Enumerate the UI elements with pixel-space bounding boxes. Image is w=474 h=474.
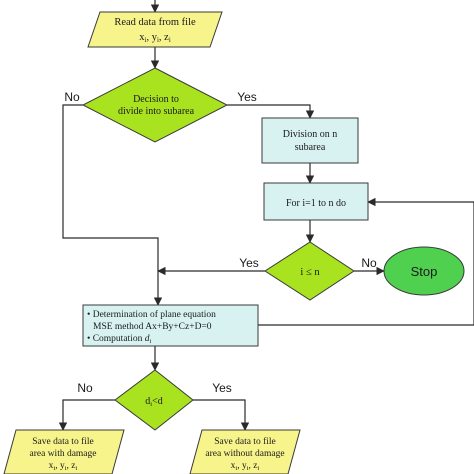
read-data-shape: [87, 11, 223, 48]
decision-d-shape: [114, 369, 194, 431]
decision-d-no-label: No: [77, 381, 93, 395]
division-node: Division on n subarea: [261, 117, 359, 164]
plane-bullet1: • Determination of plane equation: [87, 309, 216, 320]
loop-shape: [263, 182, 369, 221]
read-data-vars: xi, yi, zi: [139, 32, 171, 44]
decision-i-no-label: No: [361, 256, 377, 270]
read-data-line1: Read data from file: [114, 17, 196, 28]
loop-node: For i=1 to n do: [263, 182, 369, 221]
decision-i-shape: [264, 241, 355, 301]
save-damage-vars: xi, yi, zi: [49, 461, 78, 472]
save-nodamage-line1: Save data to file: [214, 436, 275, 447]
decision-divide-node: Decision to divide into subarea No Yes: [64, 67, 257, 143]
decision-divide-shape: [81, 67, 229, 143]
plane-bullet2: • Computation di: [87, 334, 151, 345]
stop-node: Stop: [383, 246, 465, 296]
connectors: [58, 0, 474, 431]
save-nodamage-line2: area without damage: [205, 449, 284, 459]
loop-back-line: [258, 197, 474, 326]
loop-text: For i=1 to n do: [286, 198, 346, 209]
decision-divide-line1: Decision to: [133, 94, 179, 105]
save-damage-shape: [3, 429, 125, 474]
save-damage-line2: area with damage: [30, 449, 97, 459]
save-nodamage-node: Save data to file area without damage xi…: [189, 429, 301, 474]
decision-i-node: i ≤ n Yes No: [239, 241, 377, 301]
decision-d-yes-label: Yes: [212, 381, 232, 395]
decision-divide-no-label: No: [64, 90, 80, 104]
arrow-decision-d-no-to-save-damage: [58, 399, 115, 431]
arrow-decision-d-yes-to-save-nodamage: [193, 399, 250, 431]
decision-divide-line2: divide into subarea: [118, 106, 195, 117]
plane-node: • Determination of plane equation MSE me…: [82, 304, 259, 347]
arrow-decision-no-to-plane: [62, 104, 163, 306]
division-line1: Division on n: [283, 129, 337, 140]
decision-d-text: di<d: [145, 396, 162, 408]
decision-i-yes-label: Yes: [239, 256, 259, 270]
plane-mse: MSE method Ax+By+Cz+D=0: [93, 322, 212, 332]
save-damage-line1: Save data to file: [32, 436, 93, 447]
division-shape: [261, 117, 359, 164]
save-nodamage-vars: xi, yi, zi: [231, 461, 260, 472]
decision-divide-yes-label: Yes: [237, 90, 257, 104]
stop-shape: [383, 246, 465, 296]
read-data-node: Read data from file xi, yi, zi: [87, 11, 223, 48]
save-damage-node: Save data to file area with damage xi, y…: [3, 429, 125, 474]
division-line2: subarea: [295, 142, 326, 153]
save-nodamage-shape: [189, 429, 301, 474]
decision-d-node: di<d No Yes: [77, 369, 232, 431]
stop-text: Stop: [411, 264, 438, 279]
plane-shape: [82, 304, 259, 347]
decision-i-text: i ≤ n: [300, 267, 320, 278]
arrow-decision-yes-to-division: [227, 104, 315, 119]
